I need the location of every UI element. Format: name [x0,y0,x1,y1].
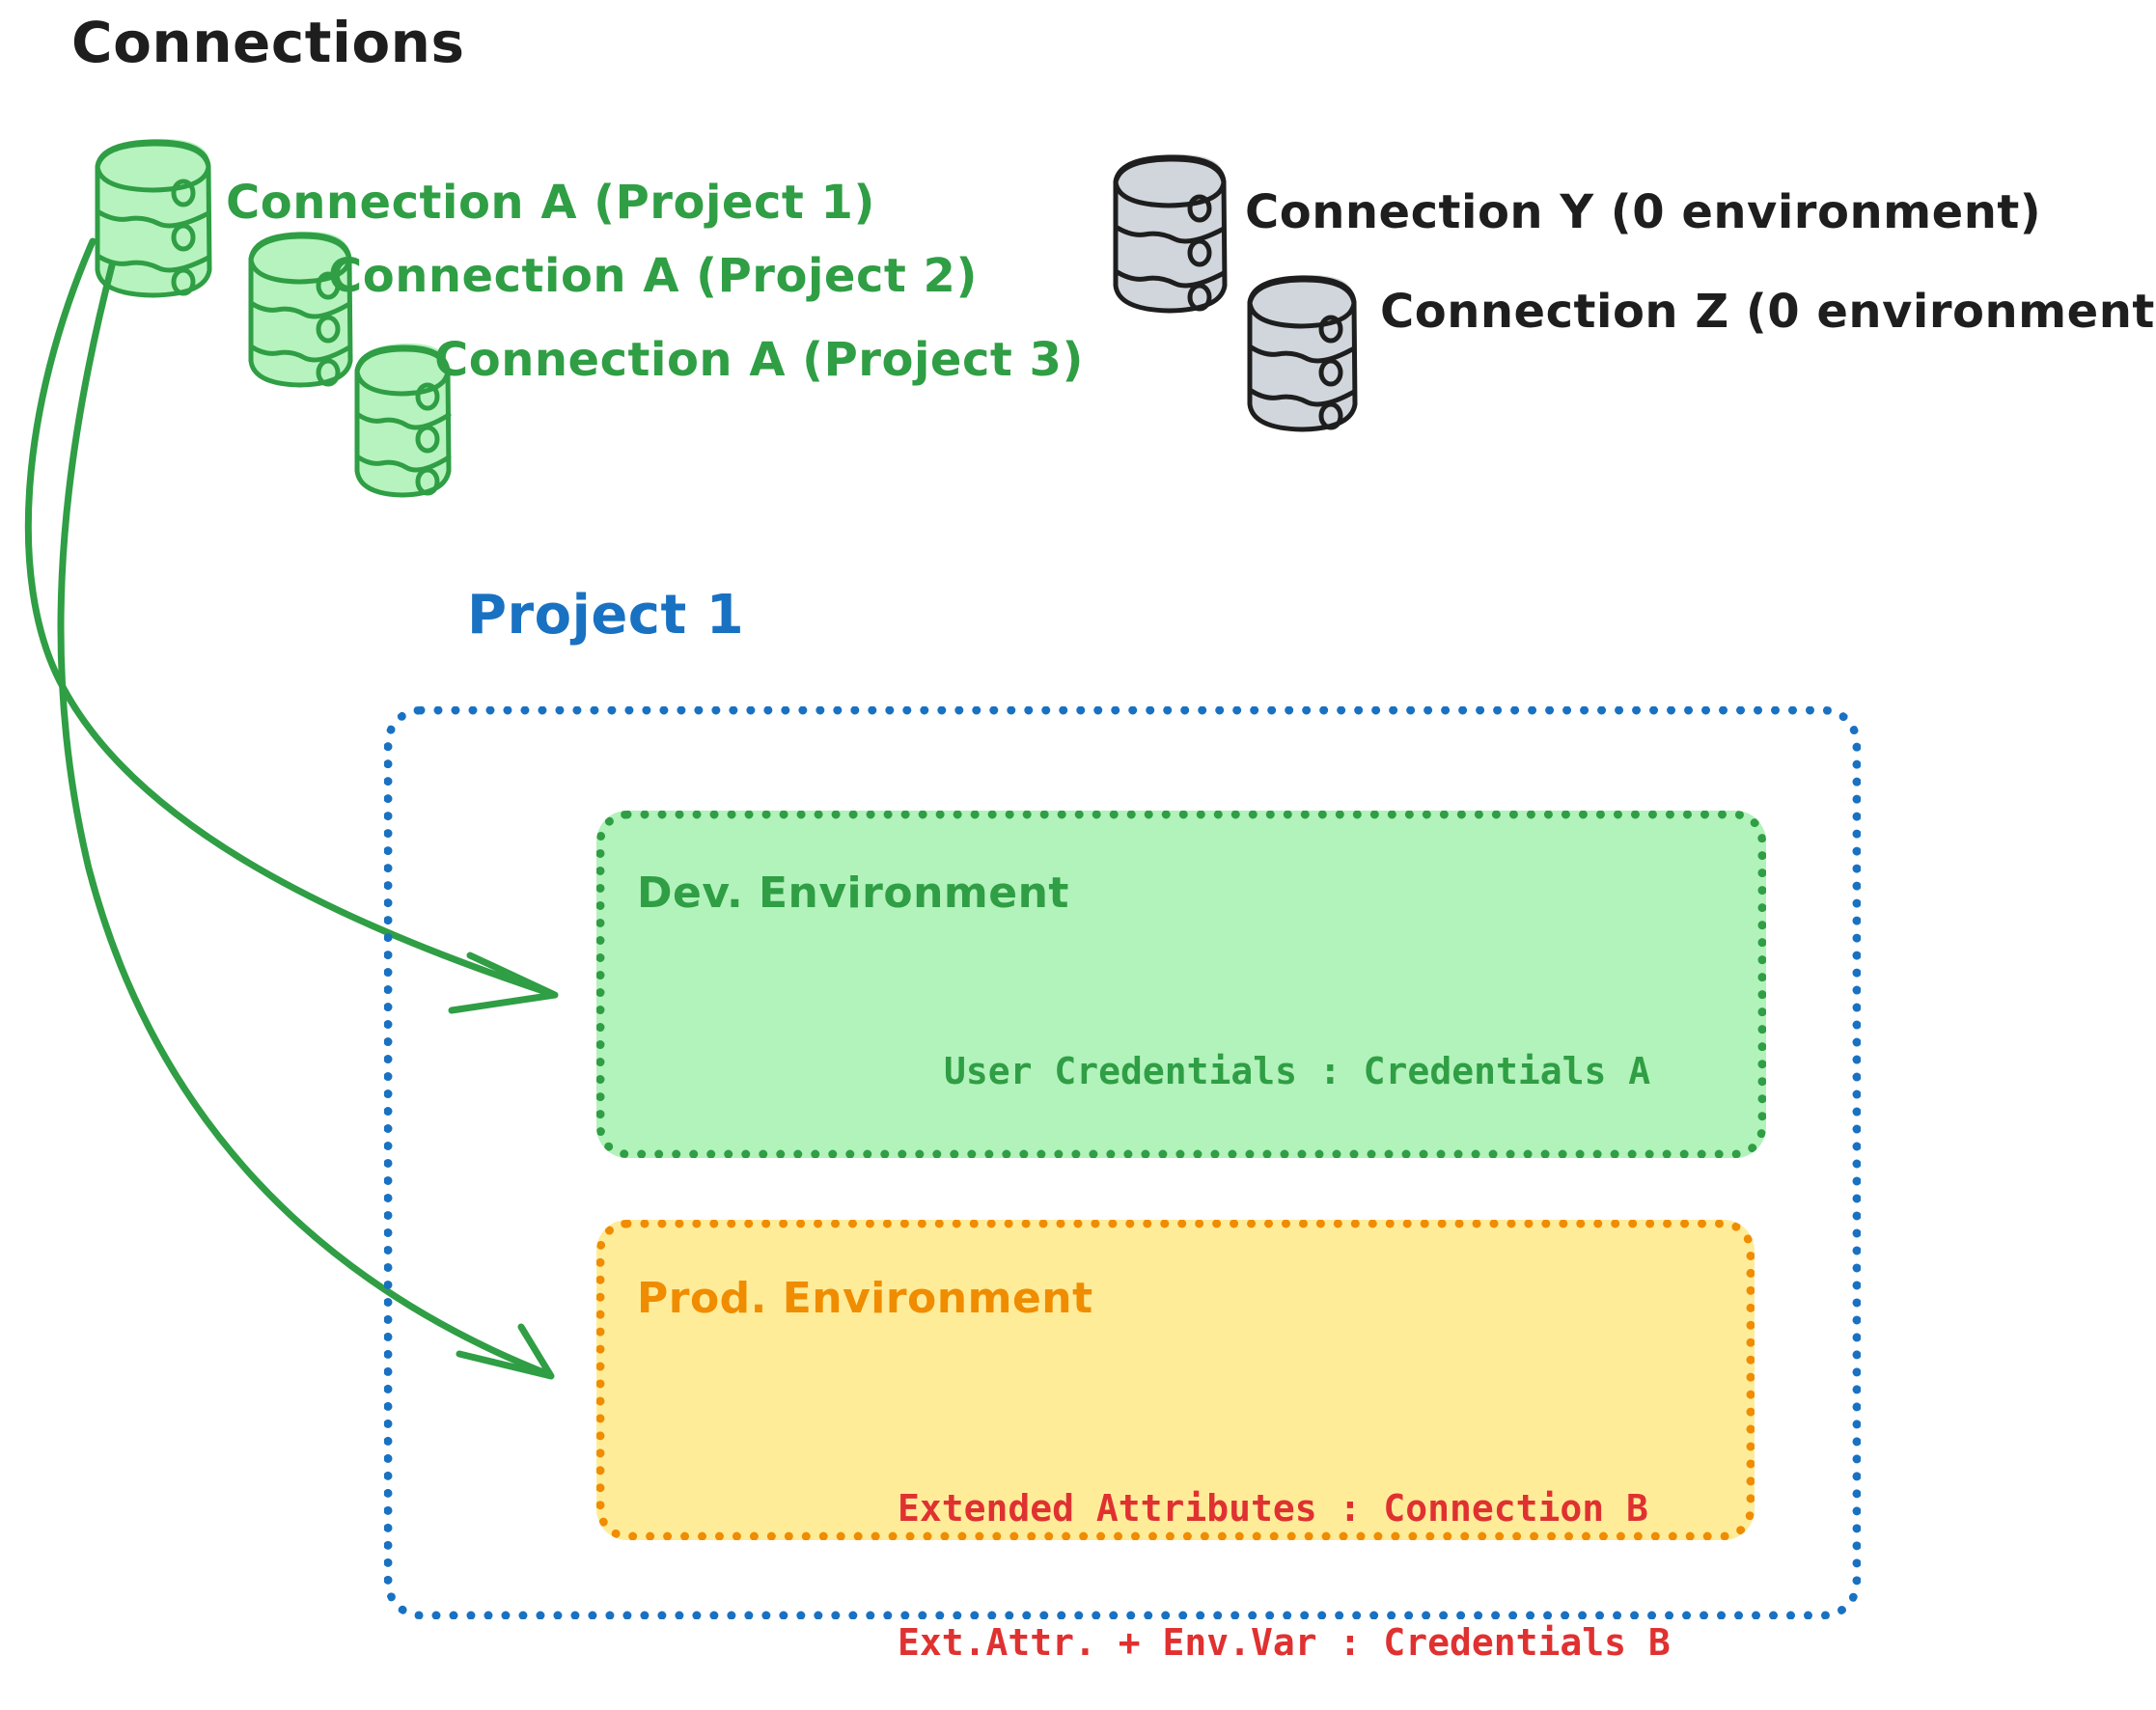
prod-environment-box [596,1220,1755,1540]
database-icon-connection-a-1 [95,138,212,298]
connection-label-a-project-2: Connection A (Project 2) [328,249,978,303]
prod-detail-ext-attr-env-var: Ext.Attr. + Env.Var : Credentials B [898,1621,1671,1665]
dev-environment-box [596,811,1766,1158]
connection-label-a-project-3: Connection A (Project 3) [434,333,1084,387]
database-icon-connection-a-2 [248,231,353,388]
connection-label-a-project-1: Connection A (Project 1) [226,176,875,230]
dev-environment-credentials: User Credentials : Credentials A [944,1050,1651,1092]
database-icon-connection-y [1113,153,1228,314]
database-icon-connection-a-3 [354,343,452,498]
page-title: Connections [71,10,465,75]
diagram-canvas [24,138,1358,1380]
arrow-connection-a-to-prod [57,262,555,1380]
connection-label-z: Connection Z (0 environment) [1380,285,2156,339]
connection-label-y: Connection Y (0 environment) [1245,185,2042,239]
prod-environment-details: Extended Attributes : Connection B Ext.A… [898,1397,1671,1710]
project-container [384,706,1861,1619]
project-label: Project 1 [467,584,745,647]
dev-environment-title: Dev. Environment [637,869,1069,918]
prod-environment-title: Prod. Environment [637,1274,1093,1323]
database-icon-connection-z [1247,274,1358,432]
prod-detail-extended-attributes: Extended Attributes : Connection B [898,1486,1648,1530]
